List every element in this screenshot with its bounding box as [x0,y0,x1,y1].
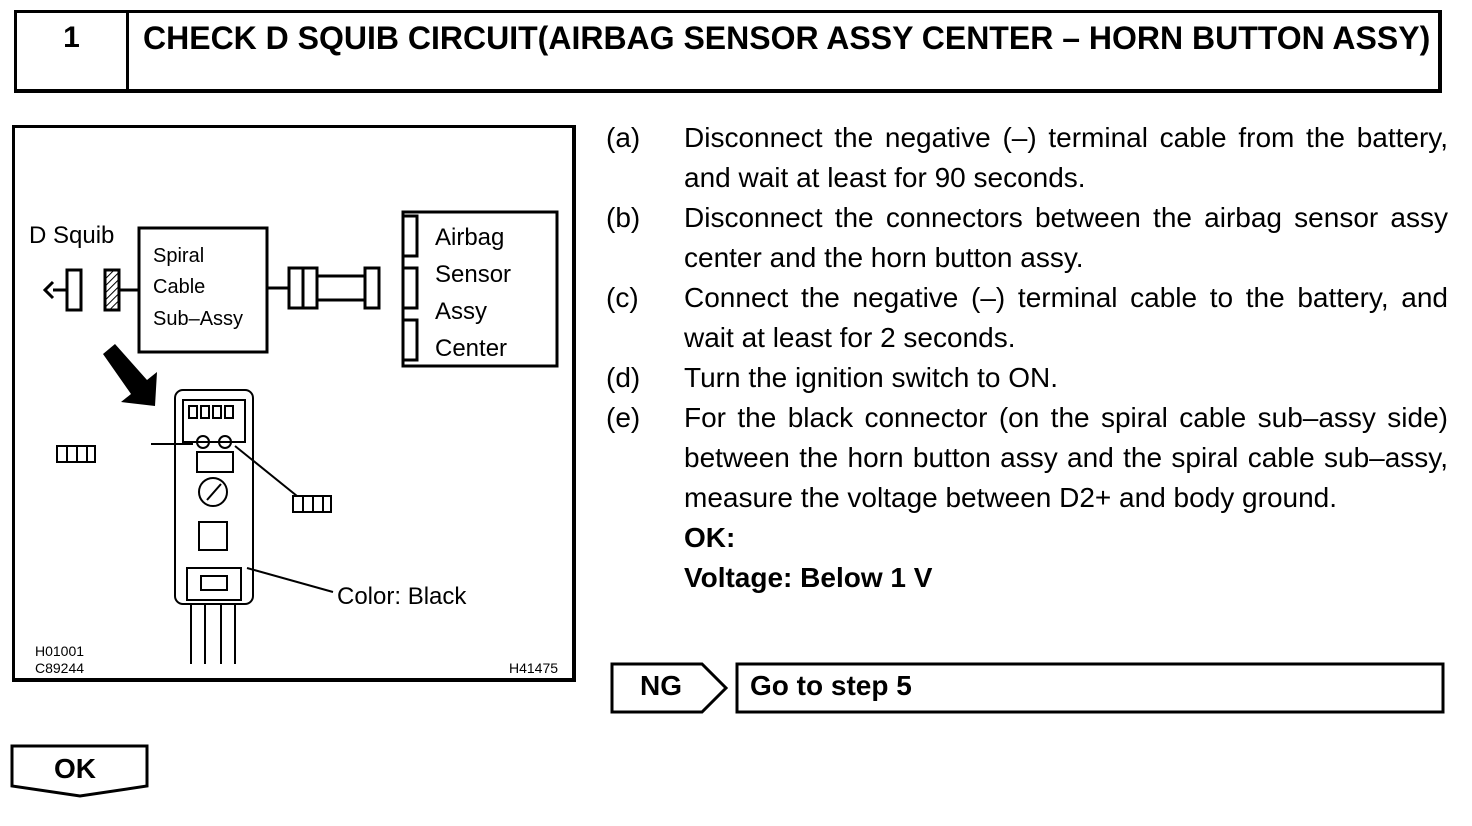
sensor-label-1: Airbag [435,224,504,251]
spec-ok: OK: [684,522,736,553]
ohmmeter-icon-2 [292,495,332,513]
figure-code-2: C89244 [35,660,84,676]
step-text: Disconnect the connectors between the ai… [684,202,1448,273]
step-text: Connect the negative (–) terminal cable … [684,282,1448,353]
ok-label: OK [54,753,96,784]
ok-branch-frame [10,744,149,798]
step-item: (e) For the black connector (on the spir… [606,398,1448,518]
sensor-label-3: Assy [435,298,487,325]
step-number: 1 [17,13,129,89]
step-label: (a) [606,122,641,153]
wiring-figure: D Squib Spiral Cable Sub–Assy Airbag Sen… [12,125,576,682]
ng-label: NG [640,670,682,701]
step-title: CHECK D SQUIB CIRCUIT(AIRBAG SENSOR ASSY… [143,20,1431,56]
step-text: For the black connector (on the spiral c… [684,402,1448,513]
step-text: Disconnect the negative (–) terminal cab… [684,122,1448,193]
sensor-label-2: Sensor [435,261,511,288]
step-item: (b) Disconnect the connectors between th… [606,198,1448,278]
procedure-steps: (a) Disconnect the negative (–) terminal… [606,118,1448,598]
step-label: (d) [606,362,641,393]
color-label: Color: Black [337,583,467,610]
step-item: (a) Disconnect the negative (–) terminal… [606,118,1448,198]
sensor-label-4: Center [435,335,507,362]
figure-code-1: H01001 [35,643,84,659]
ng-result: Go to step 5 [750,670,912,701]
connector-detail [174,389,254,664]
step-label: (c) [606,282,639,313]
figure-code-3: H41475 [509,660,558,676]
step-text: Turn the ignition switch to ON. [684,362,1059,393]
spiral-label-3: Sub–Assy [153,308,243,330]
spec-voltage: Voltage: Below 1 V [684,562,933,593]
wiring-diagram: D Squib Spiral Cable Sub–Assy Airbag Sen… [29,210,559,676]
ng-branch-frame [610,662,1445,714]
ok-branch[interactable]: OK [10,744,150,800]
pointer-arrow-icon [103,344,157,406]
step-header: 1 CHECK D SQUIB CIRCUIT(AIRBAG SENSOR AS… [14,10,1442,93]
ohmmeter-icon [56,445,96,463]
spiral-label-2: Cable [153,276,205,298]
step-item: (c) Connect the negative (–) terminal ca… [606,278,1448,358]
spiral-label-1: Spiral [153,245,204,267]
ng-branch[interactable]: NG Go to step 5 [610,662,1446,714]
step-item: (d) Turn the ignition switch to ON. [606,358,1448,398]
step-label: (b) [606,202,641,233]
d-squib-label: D Squib [29,222,114,249]
step-label: (e) [606,402,641,433]
